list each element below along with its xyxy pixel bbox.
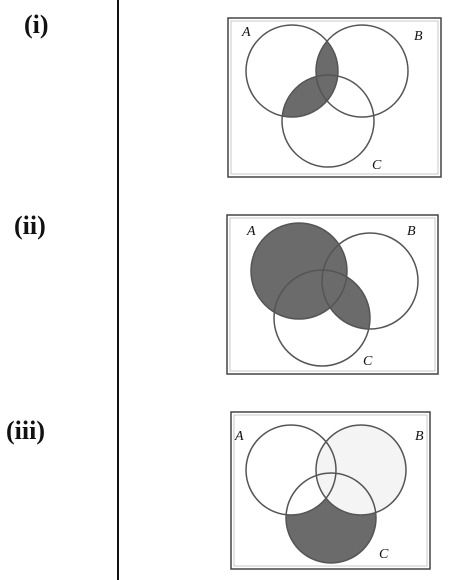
set-label-b: B [407,224,416,239]
venn-svg-ii: A B C [226,214,439,375]
set-label-b: B [415,429,424,444]
set-label-a: A [246,224,256,239]
set-label-b: B [414,29,423,44]
set-label-c: C [363,354,373,369]
shaded-c-only [286,473,376,563]
venn-diagram-i: A B C [226,16,443,179]
venn-svg-iii: A B C [230,411,431,570]
shaded-a [251,223,347,319]
set-label-c: C [372,158,382,173]
circle-b [315,24,409,118]
venn-diagram-iii: A B C [229,410,432,571]
circle-a [250,222,348,320]
set-label-c: C [379,547,389,562]
venn-svg-i: A B C [227,17,442,178]
row-label-ii: (ii) [14,211,46,240]
set-label-a: A [241,25,251,40]
shaded-a-and-c [282,75,338,117]
set-label-a: A [234,429,244,444]
circle-c [273,269,371,367]
venn-diagram-ii: A B C [225,213,440,376]
shaded-b-and-c [322,270,370,329]
circle-c [281,74,375,168]
circle-b [321,232,419,330]
row-label-i: (i) [24,10,49,39]
universal-set-frame [227,17,442,178]
circle-c [285,472,377,564]
row-label-iii: (iii) [6,416,45,445]
vertical-divider [117,0,119,580]
circle-a [245,24,339,118]
circle-a [245,424,337,516]
circle-b [315,424,407,516]
